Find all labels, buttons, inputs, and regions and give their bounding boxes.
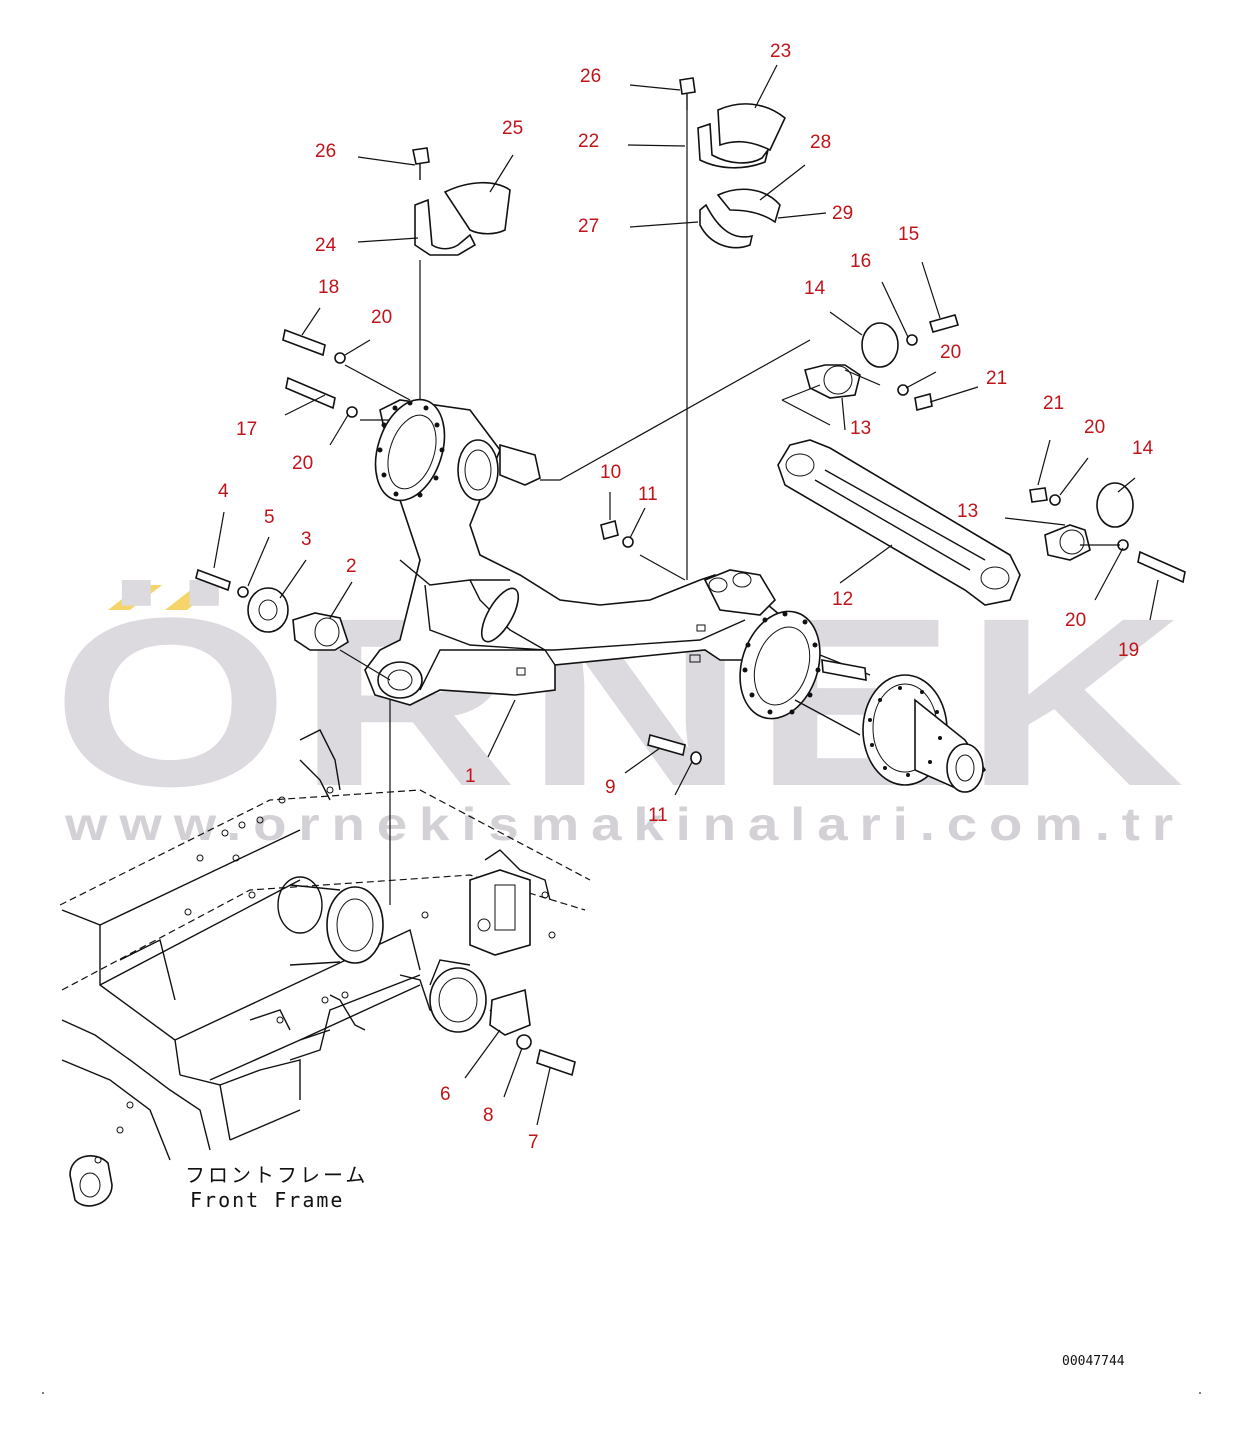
callout-13a: 13 <box>850 418 871 439</box>
front-frame-label-en: Front Frame <box>190 1188 344 1212</box>
callout-1: 1 <box>465 766 476 787</box>
axle-support <box>364 398 821 720</box>
callout-18: 18 <box>318 277 339 298</box>
callout-11a: 11 <box>638 484 658 505</box>
callout-20b: 20 <box>292 453 313 474</box>
callout-14a: 14 <box>804 278 826 299</box>
callout-22: 22 <box>578 131 599 152</box>
callout-12: 12 <box>832 589 853 610</box>
callout-19: 19 <box>1118 640 1139 661</box>
callout-20a: 20 <box>371 307 392 328</box>
callout-3: 3 <box>301 529 312 550</box>
callout-15: 15 <box>898 224 919 245</box>
front-frame-drawing <box>59 729 591 1207</box>
callout-6: 6 <box>440 1084 451 1105</box>
callout-24: 24 <box>315 235 337 256</box>
callout-11b: 11 <box>648 805 668 826</box>
callouts: 1 2 3 4 5 6 7 8 9 10 11 11 12 13 13 14 1… <box>218 41 1154 1153</box>
watermark-accent-right <box>165 585 219 610</box>
alignment-lines <box>339 110 1120 905</box>
callout-20c: 20 <box>940 342 961 363</box>
callout-26a: 26 <box>315 141 336 162</box>
callout-16: 16 <box>850 251 871 272</box>
mount-hardware <box>195 328 702 1077</box>
callout-17: 17 <box>236 419 257 440</box>
callout-28: 28 <box>810 132 831 153</box>
callout-4: 4 <box>218 481 229 502</box>
callout-25: 25 <box>502 118 523 139</box>
callout-8: 8 <box>483 1105 494 1126</box>
hose-clamps <box>412 77 786 256</box>
callout-27: 27 <box>578 216 599 237</box>
callout-23: 23 <box>770 41 791 62</box>
callout-21b: 21 <box>1043 393 1064 414</box>
callout-21a: 21 <box>986 368 1007 389</box>
watermark-url: www.ornekismakinalari.com.tr <box>64 798 1185 850</box>
callout-7: 7 <box>528 1132 539 1153</box>
callout-14b: 14 <box>1132 438 1154 459</box>
callout-26b: 26 <box>580 66 601 87</box>
rod-assembly <box>777 314 1186 606</box>
callout-13b: 13 <box>957 501 978 522</box>
callout-leaders <box>213 64 1159 1126</box>
axle-hub <box>794 654 987 793</box>
callout-20e: 20 <box>1065 610 1086 631</box>
drawing-number: 00047744 <box>1062 1354 1125 1369</box>
callout-9: 9 <box>605 777 616 798</box>
front-frame-label-jp: フロントフレーム <box>185 1163 368 1187</box>
callout-5: 5 <box>264 507 275 528</box>
callout-2: 2 <box>346 556 357 577</box>
callout-29: 29 <box>832 203 853 224</box>
callout-10: 10 <box>600 462 621 483</box>
watermark-accent-left <box>108 585 162 610</box>
callout-20d: 20 <box>1084 417 1105 438</box>
